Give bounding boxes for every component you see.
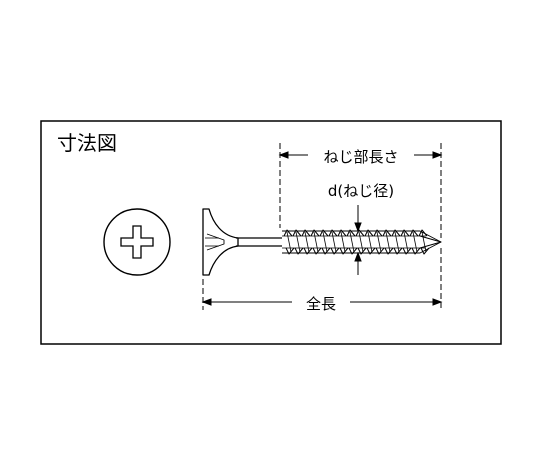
thread-flank	[331, 231, 337, 253]
thread-crest-bottom	[348, 247, 358, 255]
thread-crest-top	[337, 229, 347, 237]
thread-length-label: ねじ部長さ	[323, 148, 398, 166]
thread-flank	[421, 231, 427, 253]
thread-crest-bottom	[393, 247, 403, 255]
thread-flank	[322, 231, 328, 253]
diameter-dimension	[349, 205, 372, 275]
thread-length-dimension	[278, 143, 443, 238]
total-length-label: 全長	[306, 295, 336, 313]
thread-crest-bottom	[366, 247, 376, 255]
thread-flank	[367, 231, 373, 253]
thread-crest-bottom	[384, 247, 394, 255]
thread-crest-top	[409, 229, 419, 237]
thread-crest-bottom	[312, 247, 322, 255]
thread-flank	[412, 231, 418, 253]
thread-flank	[376, 231, 382, 253]
thread-crest-top	[328, 229, 338, 237]
thread-flank	[340, 231, 346, 253]
thread-crest-top	[283, 229, 293, 237]
thread-crest-top	[391, 229, 401, 237]
thread-flank	[394, 231, 400, 253]
thread-crest-top	[346, 229, 356, 237]
thread-flank	[349, 231, 355, 253]
thread-flank	[403, 231, 409, 253]
thread-crest-bottom	[285, 247, 295, 255]
thread-crest-bottom	[303, 247, 313, 255]
thread-flank	[304, 231, 310, 253]
thread-crest-top	[292, 229, 302, 237]
thread-crest-bottom	[375, 247, 385, 255]
thread-crest-top	[382, 229, 392, 237]
thread-flank	[358, 231, 364, 253]
thread-crest-top	[301, 229, 311, 237]
thread-crest-bottom	[330, 247, 340, 255]
thread-crest-bottom	[321, 247, 331, 255]
thread-crest-bottom	[294, 247, 304, 255]
thread-crests	[283, 229, 430, 255]
diagram-title: 寸法図	[57, 131, 117, 155]
thread-crest-bottom	[402, 247, 412, 255]
thread-crest-top	[319, 229, 329, 237]
thread-crest-top	[364, 229, 374, 237]
total-length-dimension	[201, 248, 443, 310]
thread-flank	[385, 231, 391, 253]
thread-crest-top	[418, 229, 428, 237]
thread-crest-top	[373, 229, 383, 237]
thread-flank	[286, 231, 292, 253]
thread-flank	[313, 231, 319, 253]
diameter-label: d(ねじ径)	[328, 182, 394, 200]
screw-head-top-view-icon	[103, 208, 171, 276]
thread-crest-bottom	[357, 247, 367, 255]
thread-crest-top	[400, 229, 410, 237]
thread-flank	[295, 231, 301, 253]
screw-side-view-icon	[202, 208, 442, 276]
thread-crest-top	[355, 229, 365, 237]
thread-crest-bottom	[420, 247, 430, 255]
thread-crest-bottom	[411, 247, 421, 255]
thread-crest-top	[310, 229, 320, 237]
thread-crest-bottom	[339, 247, 349, 255]
